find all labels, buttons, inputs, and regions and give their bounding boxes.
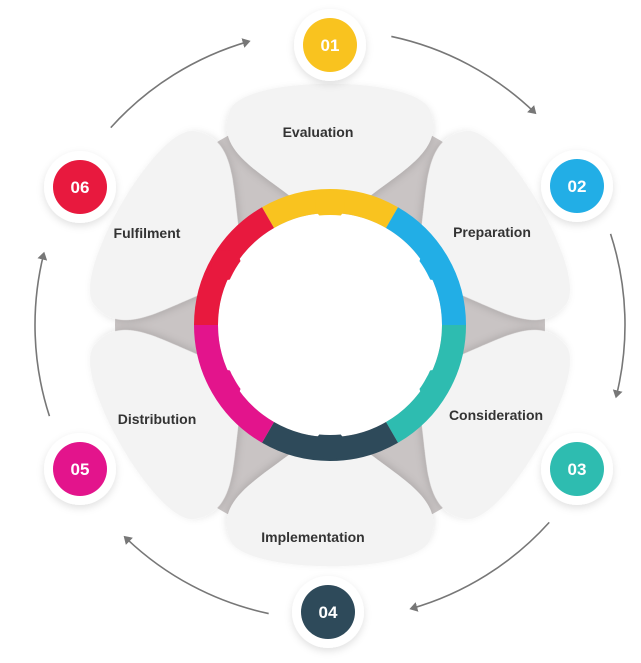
badge-fill-06	[53, 160, 107, 214]
cycle-arrow-4	[123, 535, 269, 615]
step-number-03: 03	[568, 460, 587, 479]
step-number-02: 02	[568, 177, 587, 196]
step-badge-06: 06	[44, 151, 116, 223]
cycle-arrow-2	[609, 233, 626, 399]
badge-fill-05	[53, 442, 107, 496]
badge-fill-03	[550, 442, 604, 496]
step-badge-04: 04	[292, 576, 364, 648]
step-number-05: 05	[71, 460, 90, 479]
badge-fill-01	[303, 18, 357, 72]
ring-notch-04	[315, 430, 345, 460]
step-label-implementation: Implementation	[261, 529, 364, 545]
badge-fill-02	[550, 159, 604, 213]
step-number-06: 06	[71, 178, 90, 197]
step-label-fulfilment: Fulfilment	[114, 225, 181, 241]
step-label-evaluation: Evaluation	[283, 124, 354, 140]
cycle-arrow-6	[110, 38, 251, 129]
step-badges: 01 02 03 04 05 06	[44, 9, 613, 648]
step-badge-01: 01	[294, 9, 366, 81]
cycle-arrow-1	[391, 35, 537, 115]
step-badge-05: 05	[44, 433, 116, 505]
petal-04	[226, 437, 434, 567]
cycle-arrow-5	[34, 251, 51, 417]
ring-notch-01	[315, 190, 345, 220]
step-label-distribution: Distribution	[118, 411, 197, 427]
step-label-consideration: Consideration	[449, 407, 543, 423]
step-label-preparation: Preparation	[453, 224, 531, 240]
ring-core	[220, 215, 440, 435]
step-badge-02: 02	[541, 150, 613, 222]
step-badge-03: 03	[541, 433, 613, 505]
cycle-arrows	[34, 35, 626, 615]
step-number-04: 04	[319, 603, 338, 622]
petal-01	[226, 83, 434, 213]
step-number-01: 01	[321, 36, 340, 55]
badge-fill-04	[301, 585, 355, 639]
step-labels: Evaluation Preparation Consideration Imp…	[114, 124, 544, 545]
cycle-arrow-3	[409, 521, 550, 612]
